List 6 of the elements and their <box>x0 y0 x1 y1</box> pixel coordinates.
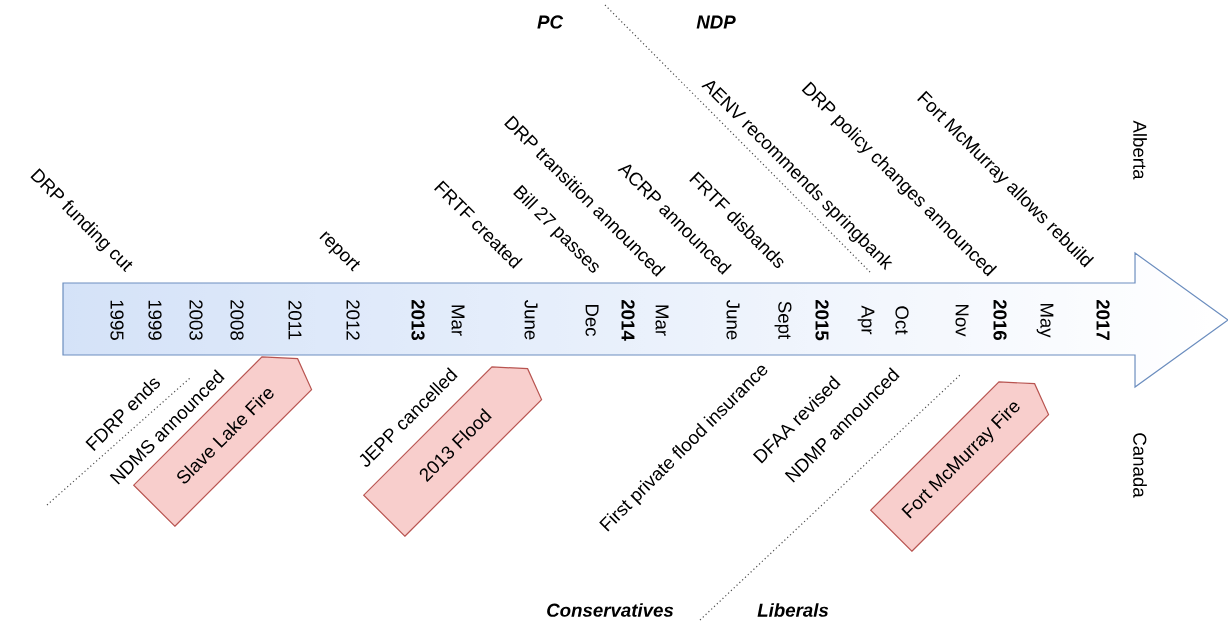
level-label: Canada <box>1133 433 1147 498</box>
party-label: Conservatives <box>547 603 674 617</box>
party-label: PC <box>537 15 564 29</box>
party-label: NDP <box>696 15 736 29</box>
level-label: Alberta <box>1133 120 1147 180</box>
party-label: Liberals <box>757 603 829 617</box>
